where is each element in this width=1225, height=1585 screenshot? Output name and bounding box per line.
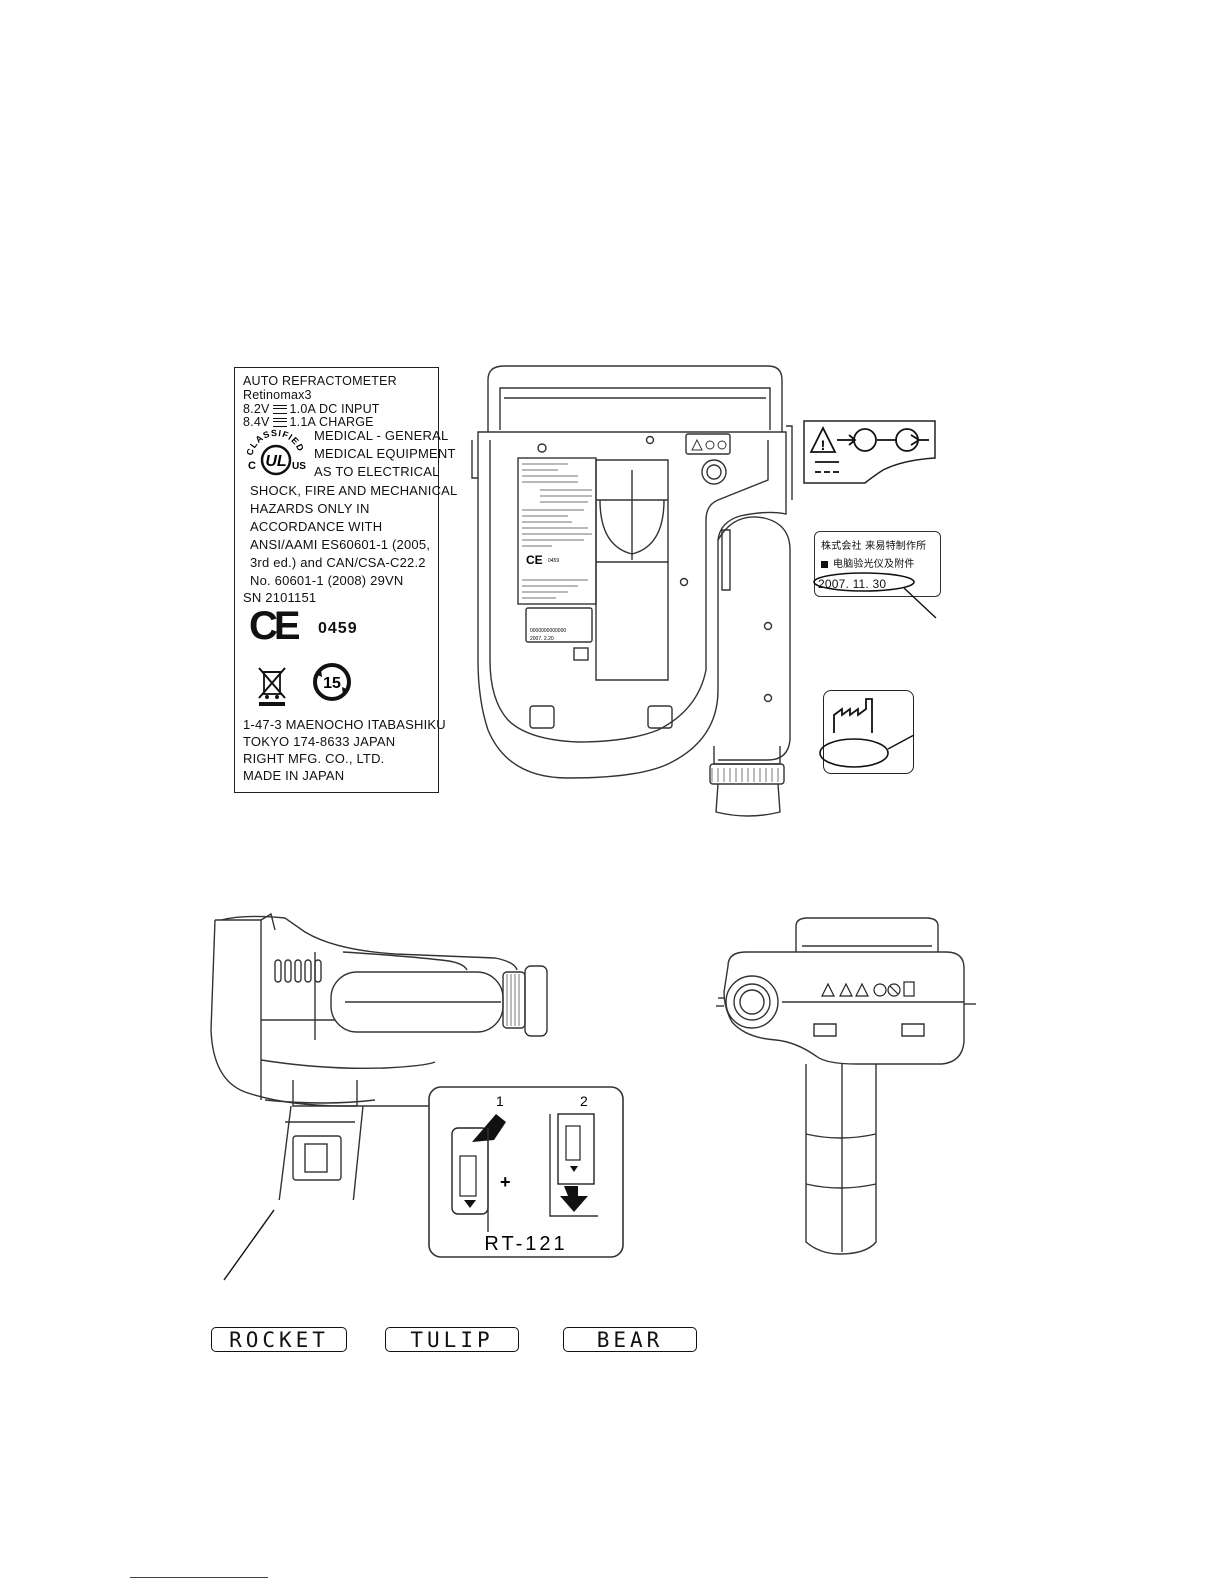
svg-text:US: US	[292, 461, 306, 472]
china-label: 株式会社 来易特制作所 电脑验光仪及附件 2007. 11. 30	[814, 531, 941, 597]
serial-number: SN 2101151	[243, 590, 317, 605]
address-line: MADE IN JAPAN	[243, 768, 345, 783]
svg-text:+: +	[500, 1172, 511, 1192]
china-company: 株式会社 来易特制作所	[821, 541, 927, 552]
warning-triangle-icon	[809, 425, 837, 453]
ul-text-line: AS TO ELECTRICAL	[314, 464, 440, 479]
square-bullet-icon	[821, 561, 828, 568]
date-ellipse-callout	[819, 735, 915, 768]
svg-text:0000000000000: 0000000000000	[530, 628, 566, 634]
battery-instruction-panel: 1 2 + RT-121	[428, 1086, 624, 1258]
battery-callout	[223, 1209, 275, 1281]
china-date: 2007. 11. 30	[818, 577, 887, 591]
address-line: TOKYO 174-8633 JAPAN	[243, 734, 396, 749]
dc-symbol-icon	[272, 405, 287, 415]
svg-text:RT-121: RT-121	[484, 1233, 567, 1255]
mode-button-bear[interactable]: BEAR	[563, 1327, 697, 1352]
body-text-line: 3rd ed.) and CAN/CSA-C22.2	[250, 555, 426, 570]
body-text-line: SHOCK, FIRE AND MECHANICAL	[250, 483, 458, 498]
device-front-view	[716, 917, 976, 1255]
date-callout	[813, 572, 937, 619]
svg-text:15: 15	[323, 675, 341, 692]
body-text-line: HAZARDS ONLY IN	[250, 501, 370, 516]
warning-label: !	[803, 420, 936, 484]
efup-recycle-icon: 15	[313, 663, 351, 701]
device-side-view	[210, 912, 548, 1200]
crossed-bin-icon	[258, 667, 286, 706]
notified-body-number: 0459	[318, 620, 358, 637]
ul-classified-icon: CLASSIFIED UL C US	[244, 428, 306, 476]
device-rear-view: CE 0459 0000000000000 2007. 2.20	[471, 365, 793, 817]
svg-text:!: !	[821, 437, 826, 453]
address-line: 1-47-3 MAENOCHO ITABASHIKU	[243, 717, 446, 732]
manufacturer-label	[819, 690, 915, 774]
address-line: RIGHT MFG. CO., LTD.	[243, 751, 385, 766]
svg-text:UL: UL	[265, 453, 286, 470]
dc-symbol-icon	[272, 418, 287, 428]
body-text-line: ANSI/AAMI ES60601-1 (2005,	[250, 537, 431, 552]
svg-text:CE: CE	[526, 553, 543, 567]
svg-text:0459: 0459	[548, 558, 559, 564]
body-text-line: No. 60601-1 (2008) 29VN	[250, 573, 404, 588]
factory-icon	[833, 698, 873, 733]
ce-mark-icon: CE	[249, 604, 301, 648]
body-text-line: ACCORDANCE WITH	[250, 519, 383, 534]
ul-text-line: MEDICAL EQUIPMENT	[314, 446, 456, 461]
ul-text-line: MEDICAL - GENERAL	[314, 428, 449, 443]
svg-text:1: 1	[496, 1093, 504, 1109]
svg-text:2007. 2.20: 2007. 2.20	[530, 636, 554, 642]
footer-link-underline[interactable]	[130, 1577, 268, 1578]
mode-button-rocket[interactable]: ROCKET	[211, 1327, 347, 1352]
svg-text:2: 2	[580, 1093, 588, 1109]
svg-text:C: C	[248, 460, 256, 472]
china-product: 电脑验光仪及附件	[833, 559, 915, 570]
label-model: Retinomax3	[243, 388, 312, 402]
label-title: AUTO REFRACTOMETER	[243, 374, 397, 388]
mode-button-tulip[interactable]: TULIP	[385, 1327, 519, 1352]
